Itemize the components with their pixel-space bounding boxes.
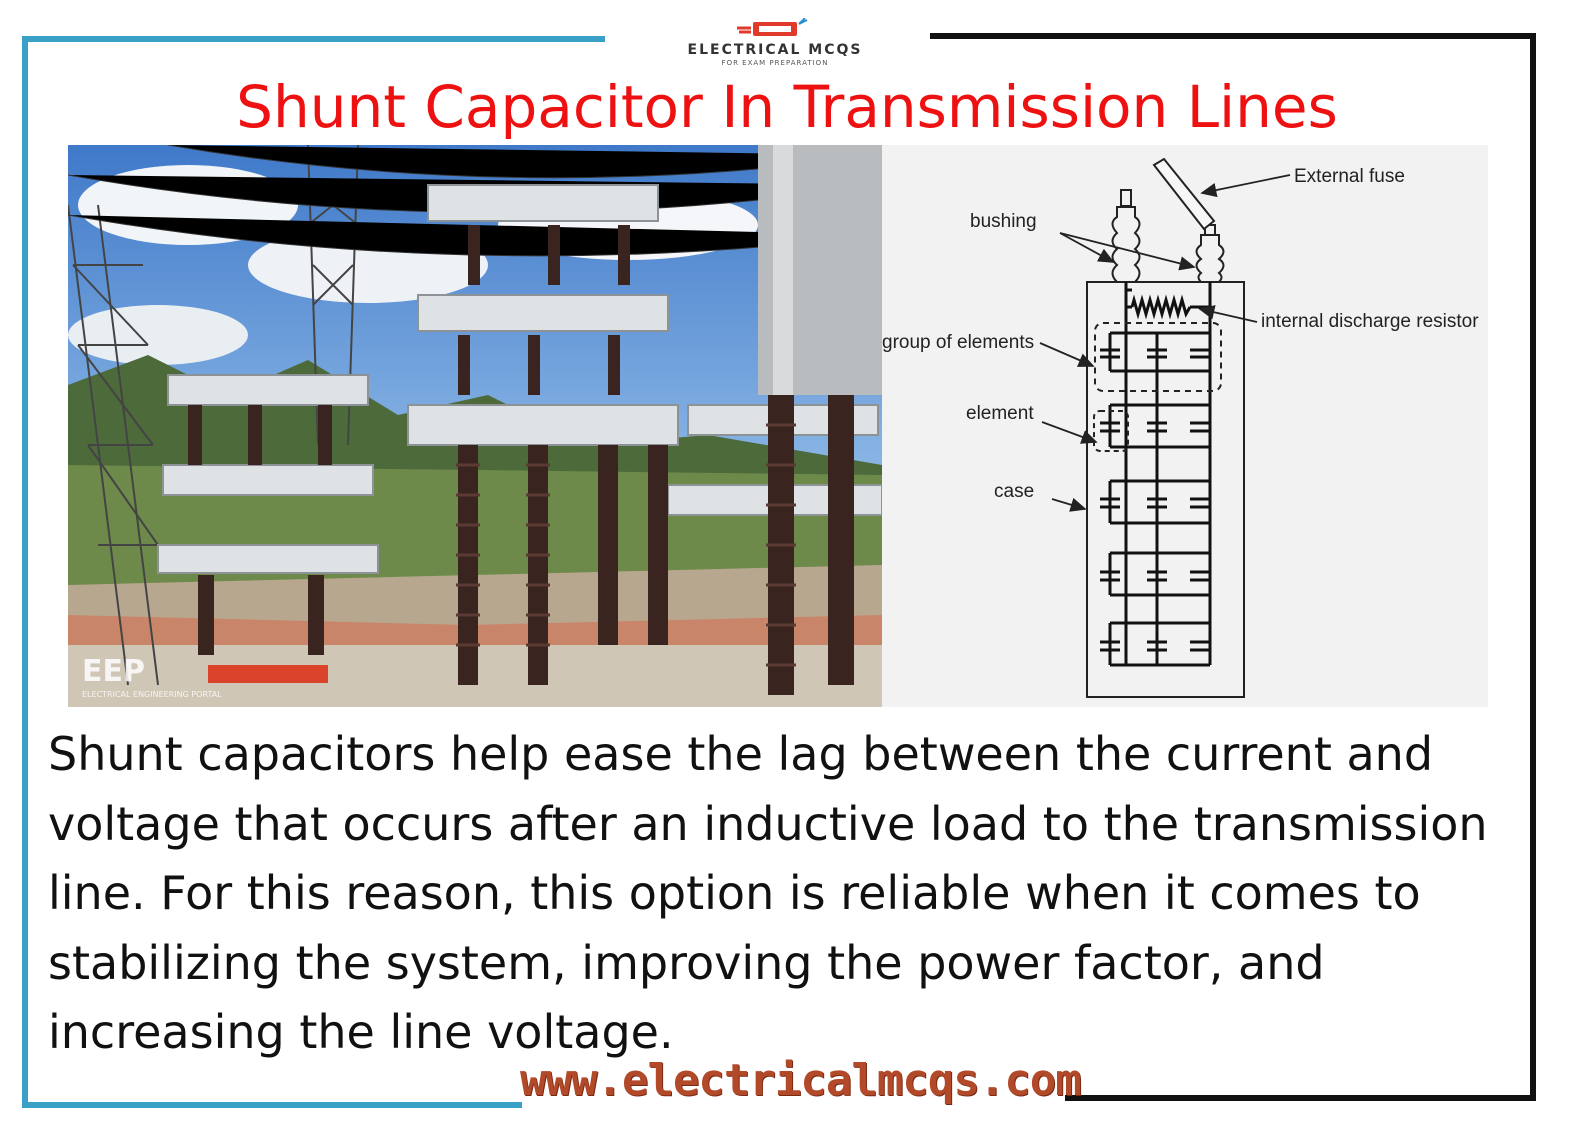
site-logo: ELECTRICAL MCQS FOR EXAM PREPARATION (640, 18, 910, 68)
footer-url[interactable]: www.electricalmcqs.com (520, 1055, 1082, 1106)
capacitor-row-4 (1100, 551, 1212, 597)
frame-top-left-border (22, 36, 605, 42)
external-fuse-icon (1152, 157, 1216, 231)
page-title: Shunt Capacitor In Transmission Lines (236, 73, 1338, 141)
photo-watermark: EEP (82, 654, 145, 689)
frame-top-right-border (930, 33, 1536, 39)
frame-bottom-left-border (22, 1102, 522, 1108)
bushing-left-icon (1111, 189, 1141, 283)
frame-bottom-right-border (1065, 1095, 1536, 1101)
element-highlight-box (1093, 410, 1129, 452)
label-bushing: bushing (970, 211, 1037, 232)
logo-tagline: FOR EXAM PREPARATION (721, 59, 829, 67)
description-paragraph: Shunt capacitors help ease the lag betwe… (48, 727, 1488, 1059)
capacitor-row-3 (1100, 479, 1212, 525)
capacitor-row-2 (1100, 403, 1212, 449)
capacitor-bank-photo: EEP ELECTRICAL ENGINEERING PORTAL (68, 145, 882, 707)
frame-left-border (22, 36, 28, 1108)
label-element: element (966, 403, 1034, 424)
capacitor-row-5 (1100, 621, 1212, 667)
capacitor-row-1 (1100, 331, 1212, 373)
label-internal-discharge-resistor: internal discharge resistor (1261, 311, 1479, 332)
frame-right-border (1530, 33, 1536, 1101)
label-group-of-elements: group of elements (882, 332, 1034, 353)
case-outline (1086, 281, 1245, 698)
shunt-capacitor-diagram: External fuse bushing internal discharge… (882, 145, 1488, 707)
discharge-resistor-icon (1130, 294, 1192, 320)
photo-watermark-sub: ELECTRICAL ENGINEERING PORTAL (82, 690, 222, 699)
logo-name: ELECTRICAL MCQS (687, 42, 863, 58)
label-external-fuse: External fuse (1294, 166, 1405, 187)
group-highlight-box (1094, 322, 1222, 392)
bushing-right-icon (1195, 224, 1225, 283)
logo-mark-icon (737, 18, 808, 36)
label-case: case (994, 481, 1034, 502)
